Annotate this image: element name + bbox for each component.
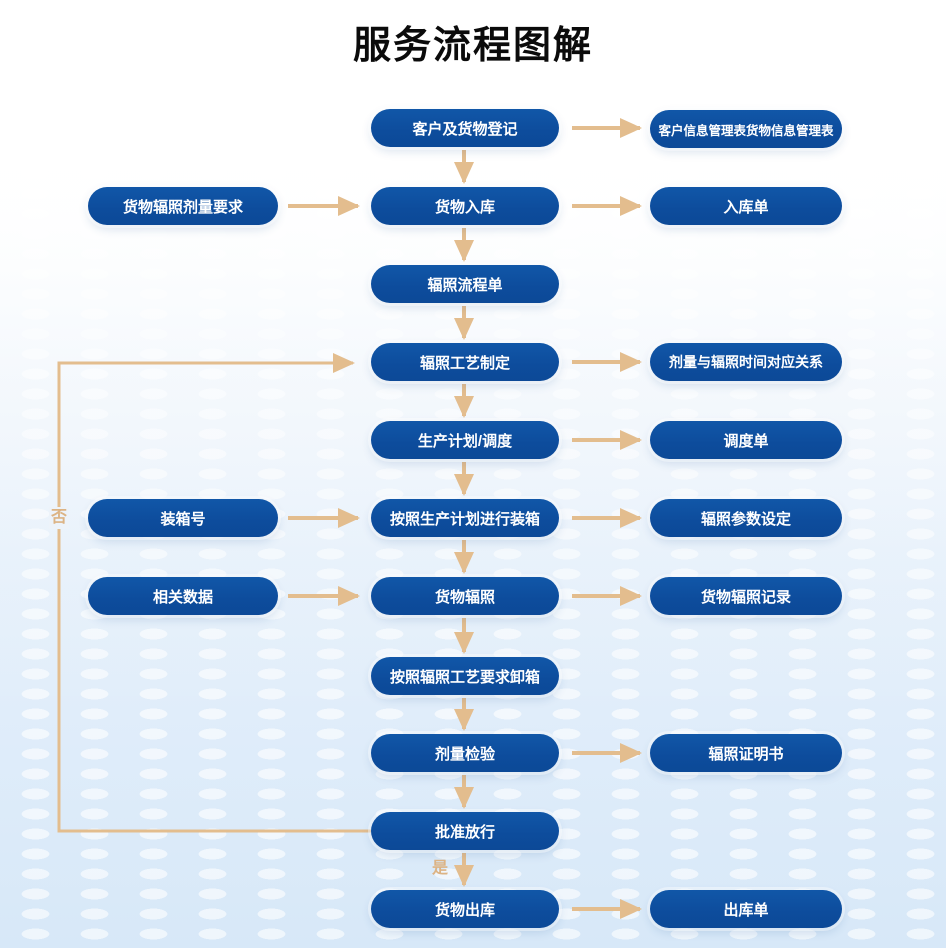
flow-node-packing-per-production-plan: 按照生产计划进行装箱 xyxy=(371,499,559,537)
flow-node-irradiation-process-formulation: 辐照工艺制定 xyxy=(371,343,559,381)
node-label: 客户及货物登记 xyxy=(412,120,518,138)
flow-node-goods-inbound: 货物入库 xyxy=(371,187,559,225)
node-label: 按照辐照工艺要求卸箱 xyxy=(389,668,540,686)
node-label: 出库单 xyxy=(723,901,769,919)
flow-node-irradiation-process-sheet: 辐照流程单 xyxy=(371,265,559,303)
flow-node-customer-goods-registration: 客户及货物登记 xyxy=(371,109,559,147)
node-label: 货物出库 xyxy=(434,901,495,919)
node-label: 客户信息管理表货物信息管理表 xyxy=(658,123,834,138)
flow-node-unpacking-per-process: 按照辐照工艺要求卸箱 xyxy=(371,657,559,695)
node-label: 货物辐照剂量要求 xyxy=(122,198,243,216)
horizontal-input-arrows xyxy=(288,196,360,606)
node-label: 货物辐照 xyxy=(434,588,495,606)
output-node-dose-time-relation: 剂量与辐照时间对应关系 xyxy=(650,343,842,381)
node-label: 按照生产计划进行装箱 xyxy=(389,510,540,528)
decision-label-yes: 是 xyxy=(431,860,449,877)
output-node-customer-goods-info-tables: 客户信息管理表货物信息管理表 xyxy=(650,110,842,148)
node-label: 辐照参数设定 xyxy=(700,510,791,528)
node-label: 辐照工艺制定 xyxy=(419,354,510,372)
node-label: 货物辐照记录 xyxy=(700,588,791,606)
horizontal-output-arrows xyxy=(572,118,642,919)
output-node-outbound-receipt: 出库单 xyxy=(650,890,842,928)
node-label: 辐照流程单 xyxy=(427,276,503,294)
node-label: 入库单 xyxy=(723,198,769,216)
node-label: 生产计划/调度 xyxy=(417,432,513,450)
node-label: 调度单 xyxy=(723,432,769,450)
node-label: 批准放行 xyxy=(434,823,495,841)
flow-node-goods-outbound: 货物出库 xyxy=(371,890,559,928)
input-node-dose-requirement: 货物辐照剂量要求 xyxy=(88,187,278,225)
input-node-packing-number: 装箱号 xyxy=(88,499,278,537)
node-label: 辐照证明书 xyxy=(708,745,784,763)
flow-node-dose-inspection: 剂量检验 xyxy=(371,734,559,772)
node-label: 剂量检验 xyxy=(434,745,495,763)
output-node-inbound-receipt: 入库单 xyxy=(650,187,842,225)
output-node-scheduling-order: 调度单 xyxy=(650,421,842,459)
output-node-irradiation-parameter-setting: 辐照参数设定 xyxy=(650,499,842,537)
decision-label-no: 否 xyxy=(48,507,70,529)
node-label: 货物入库 xyxy=(434,198,495,216)
node-label: 剂量与辐照时间对应关系 xyxy=(669,354,823,370)
flow-node-goods-irradiation: 货物辐照 xyxy=(371,577,559,615)
output-node-irradiation-record: 货物辐照记录 xyxy=(650,577,842,615)
node-label: 装箱号 xyxy=(160,510,206,528)
feedback-loop-arrow xyxy=(57,353,371,833)
page-title: 服务流程图解 xyxy=(352,25,593,67)
flow-node-approval-release: 批准放行 xyxy=(371,812,559,850)
node-label: 相关数据 xyxy=(152,588,213,606)
output-node-irradiation-certificate: 辐照证明书 xyxy=(650,734,842,772)
flow-node-production-plan-scheduling: 生产计划/调度 xyxy=(371,421,559,459)
input-node-related-data: 相关数据 xyxy=(88,577,278,615)
